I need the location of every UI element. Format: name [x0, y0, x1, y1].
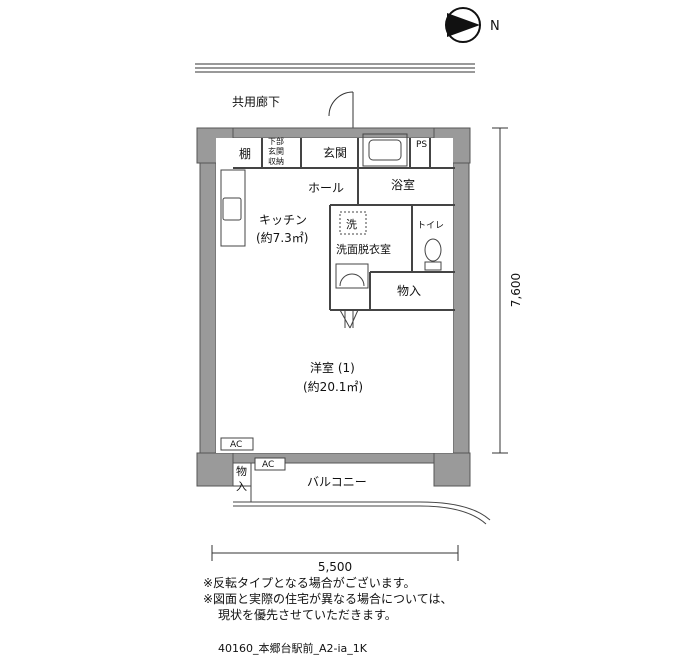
balcony-outline [233, 463, 491, 525]
compass: N [445, 7, 500, 43]
interior-partitions [233, 138, 455, 311]
compass-north-label: N [490, 19, 500, 34]
balcony-storage-label-1: 物 [236, 464, 247, 478]
interior-floor [216, 138, 453, 453]
ac-indoor-label: AC [230, 440, 242, 450]
note-priority: 現状を優先させていただきます。 [218, 608, 397, 622]
ac-balcony-label: AC [262, 460, 274, 470]
depth-dimension-label: 7,600 [509, 273, 523, 307]
corridor-lines [195, 63, 475, 73]
entrance-door [328, 91, 354, 128]
washroom-label: 洗面脱衣室 [336, 242, 391, 256]
shoe-storage-line3: 収納 [268, 156, 284, 166]
balcony-label: バルコニー [307, 475, 367, 489]
exterior-walls [196, 127, 471, 487]
toilet-fixture [424, 238, 442, 271]
width-dimension-label: 5,500 [318, 560, 352, 574]
bathtub [362, 133, 408, 167]
storage-label: 物入 [397, 284, 421, 298]
washer-label: 洗 [346, 218, 357, 231]
ac-box-balcony [254, 457, 286, 471]
western-room-label: 洋室 (1) [310, 360, 355, 375]
closet-doors [339, 309, 359, 329]
toilet-label: トイレ [417, 221, 444, 231]
kitchen-counter [220, 169, 246, 247]
plan-code: 40160_本郷台駅前_A2-ia_1K [218, 642, 367, 655]
ac-box-indoor [220, 437, 254, 451]
corridor-label: 共用廊下 [232, 94, 280, 109]
kitchen-label: キッチン [259, 213, 307, 227]
balcony-storage-label-2: 入 [236, 480, 247, 493]
shelf-label: 棚 [239, 146, 251, 161]
shoe-storage-line1: 下部 [268, 136, 284, 146]
note-reversed-type: ※反転タイプとなる場合がございます。 [203, 576, 416, 590]
note-discrepancy: ※図面と実際の住宅が異なる場合については、 [203, 592, 453, 606]
washbasin [335, 263, 369, 289]
compass-arrow-icon [447, 13, 480, 37]
entrance-label: 玄関 [323, 145, 347, 160]
hall-label: ホール [308, 181, 344, 195]
bathroom-label: 浴室 [391, 177, 415, 192]
western-room-area-label: (約20.1㎡) [303, 379, 363, 394]
dimension-lines [211, 127, 508, 561]
shoe-storage-line2: 玄関 [268, 146, 284, 156]
washer-box [339, 211, 367, 235]
kitchen-area-label: (約7.3㎡) [256, 230, 308, 245]
ps-label: PS [416, 140, 427, 150]
